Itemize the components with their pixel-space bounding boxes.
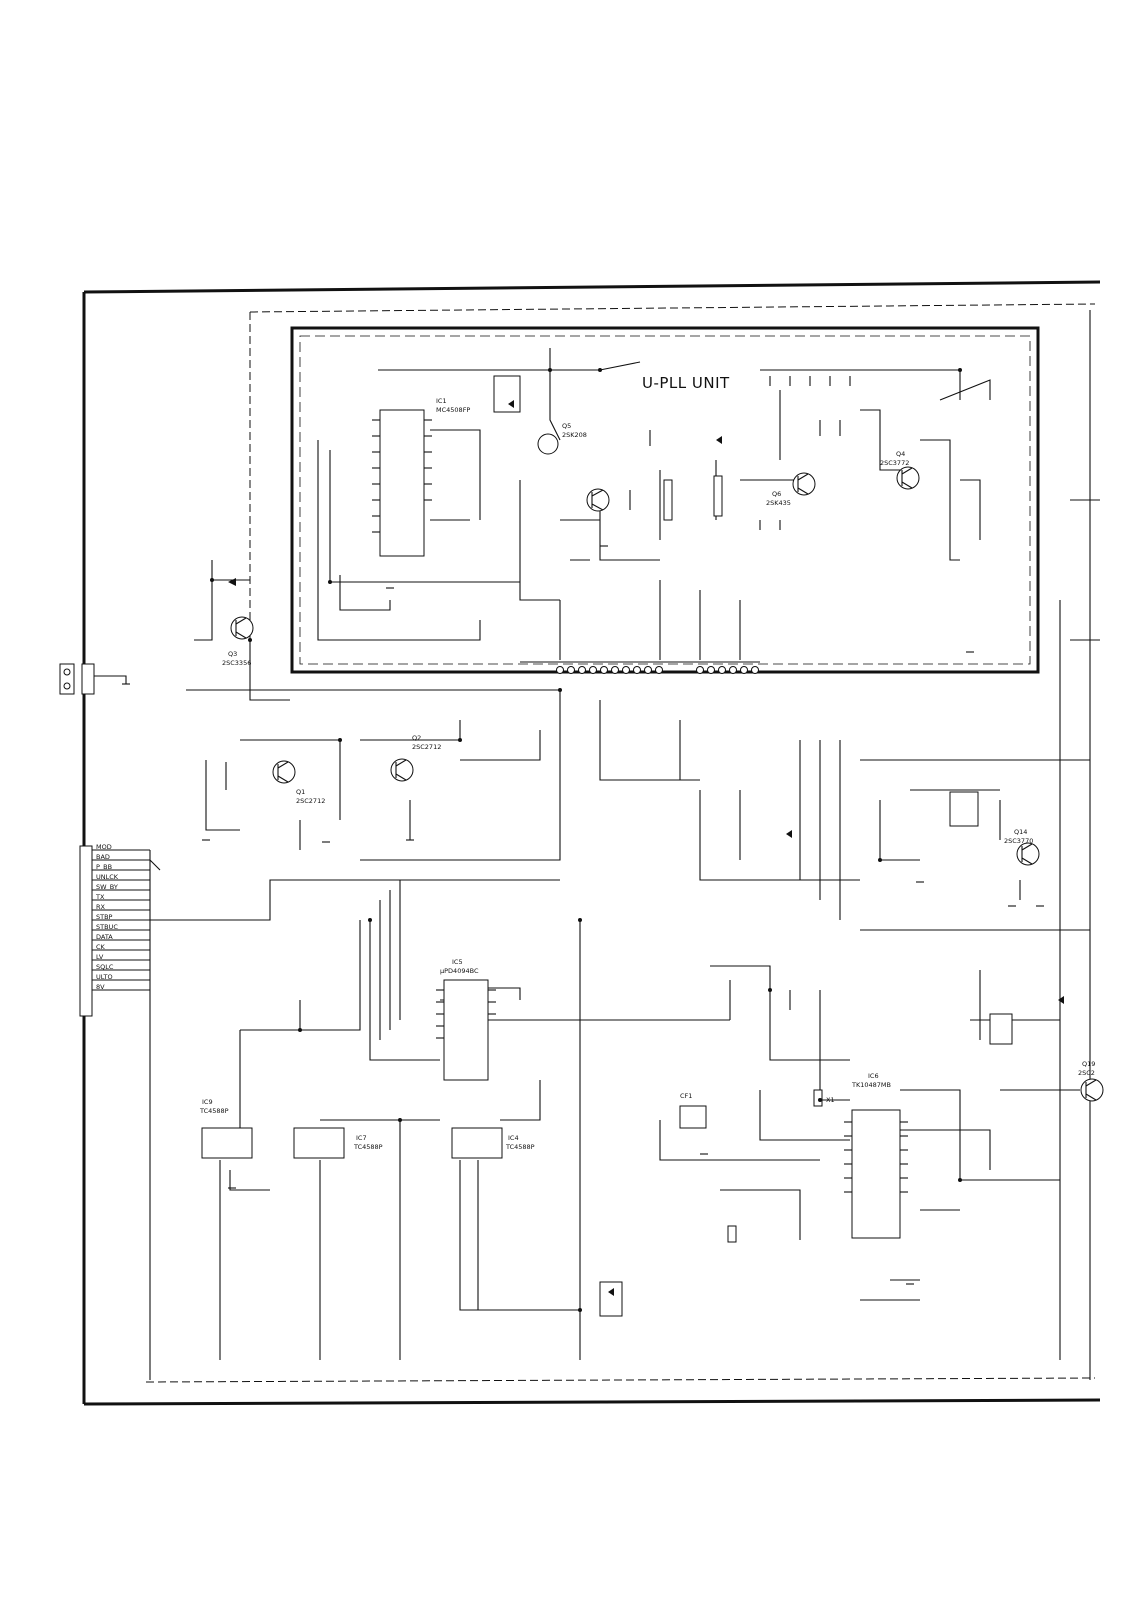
q2-ref: Q2 <box>412 734 421 742</box>
ic7-ref: IC7 <box>356 1134 367 1142</box>
pin-label-12: SQLC <box>96 963 114 971</box>
junction-dots <box>210 368 962 1312</box>
q1: Q1 2SC2712 <box>272 760 325 805</box>
left-connector: MOD BAD P_BB UNLCK SW_BY TX RX STBP STBU… <box>79 843 161 1380</box>
ic1-part: MC4508FP <box>436 406 470 414</box>
ic4-part: TC4588P <box>505 1143 535 1151</box>
pin-label-4: SW_BY <box>96 883 118 891</box>
q4-ref: Q4 <box>896 450 905 458</box>
ic7: IC7 TC4588P <box>293 1127 383 1159</box>
ic7-part: TC4588P <box>353 1143 383 1151</box>
ic5-ref: IC5 <box>452 958 463 966</box>
q14-ref: Q14 <box>1014 828 1027 836</box>
q1-part: 2SC2712 <box>296 797 325 805</box>
q4: Q4 2SC3772 <box>880 450 920 490</box>
board-border <box>82 280 1101 1406</box>
unit-title: U-PLL UNIT <box>642 374 730 392</box>
pll-wiring <box>317 348 991 660</box>
q2: Q2 2SC2712 <box>390 734 441 782</box>
ceramic-filter-label: CF1 <box>680 1092 692 1100</box>
q6-part: 2SK435 <box>766 499 791 507</box>
q3-part: 2SC3356 <box>222 659 251 667</box>
ground-symbols <box>122 545 1044 1285</box>
ic1: IC1 MC4508FP <box>372 397 470 557</box>
q5: Q5 2SK208 <box>537 422 587 455</box>
transistor-symbol <box>586 488 610 512</box>
antenna-jack <box>59 663 127 695</box>
q19: Q19 2SC2 <box>1078 1060 1104 1102</box>
ic1-ref: IC1 <box>436 397 447 405</box>
q2-part: 2SC2712 <box>412 743 441 751</box>
diode-blocks <box>228 400 1064 1317</box>
q1-ref: Q1 <box>296 788 305 796</box>
ic5: IC5 µPD4094BC <box>436 958 496 1081</box>
ic9-part: TC4588P <box>199 1107 229 1115</box>
digital-wiring <box>150 879 730 1360</box>
pin-label-7: STBP <box>96 913 113 921</box>
q19-part: 2SC2 <box>1078 1069 1095 1077</box>
q6: Q6 2SK435 <box>766 472 816 507</box>
ic6-ref: IC6 <box>868 1072 879 1080</box>
pin-label-14: 8V <box>96 983 105 991</box>
ic4: IC4 TC4588P <box>451 1127 535 1159</box>
pin-label-6: RX <box>96 903 106 911</box>
q19-ref: Q19 <box>1082 1060 1095 1068</box>
pin-label-9: DATA <box>96 933 113 941</box>
pin-label-0: MOD <box>96 843 112 851</box>
q14: Q14 2SC3770 <box>1004 828 1040 866</box>
ic4-ref: IC4 <box>508 1134 519 1142</box>
if-section-wiring <box>619 310 1100 1380</box>
pin-label-2: P_BB <box>96 863 112 871</box>
q14-part: 2SC3770 <box>1004 837 1033 845</box>
q4-part: 2SC3772 <box>880 459 909 467</box>
crystal-label: X1 <box>826 1096 835 1104</box>
filter-crystal: CF1 X1 <box>679 1089 835 1243</box>
u-pll-unit-box: U-PLL UNIT <box>290 326 1040 674</box>
pin-label-13: ULTO <box>96 973 113 981</box>
ic9-ref: IC9 <box>202 1098 213 1106</box>
q5-part: 2SK208 <box>562 431 587 439</box>
rf-section-wiring <box>186 689 820 881</box>
pll-connector <box>520 661 760 674</box>
pin-label-1: BAD <box>96 853 110 861</box>
q3-ref: Q3 <box>228 650 237 658</box>
pin-label-5: TX <box>95 893 105 901</box>
ic9: IC9 TC4588P <box>199 1098 253 1159</box>
ic6: IC6 TK10487MB <box>844 1072 908 1239</box>
ic6-part: TK10487MB <box>851 1081 891 1089</box>
pin-label-11: LV <box>96 953 104 961</box>
ic5-part: µPD4094BC <box>440 967 479 975</box>
q5-ref: Q5 <box>562 422 571 430</box>
pin-label-8: STBUC <box>96 923 118 931</box>
pll-components <box>493 375 851 561</box>
q3: Q3 2SC3356 <box>194 560 290 701</box>
pin-label-10: CK <box>96 943 106 951</box>
pin-label-3: UNLCK <box>96 873 119 881</box>
q6-ref: Q6 <box>772 490 781 498</box>
